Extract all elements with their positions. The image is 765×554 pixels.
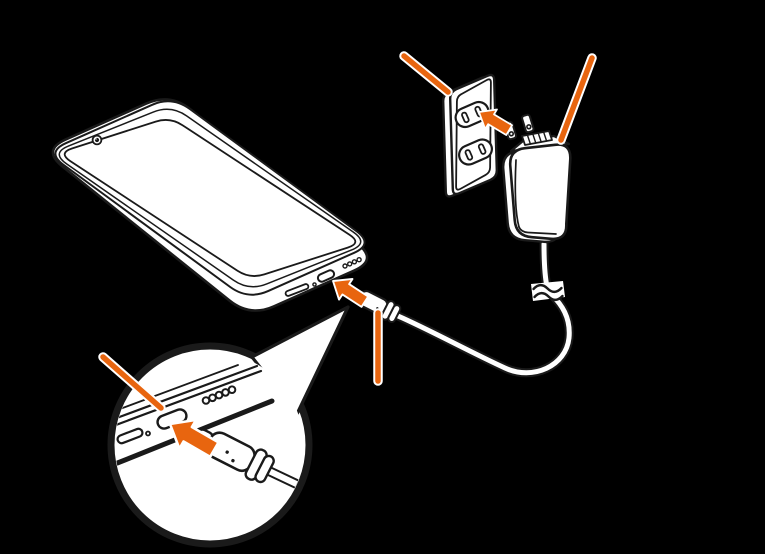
callout-line-magnified-port [98,352,166,413]
adapter-body [508,143,572,241]
adapter-plate-hatching [526,131,548,145]
insertion-arrow-outlet [478,108,513,136]
smartphone [51,98,369,312]
magnified-speaker-holes [201,385,237,405]
phone-usb-c-port [316,269,336,283]
magnified-side-slot [116,427,144,445]
magnified-phone-bezel-line [115,364,239,423]
phone-bezel-line [58,108,362,288]
magnified-phone-edge-line-2 [115,369,263,437]
adapter-body-contour-bottom [518,226,557,235]
phone-side-slot [284,283,310,297]
adapter-body-contour-left [514,159,520,228]
callout-line-adapter [556,53,597,145]
insertion-arrow-port [332,277,370,308]
magnified-mic-hole [145,430,151,437]
phone-screen [63,119,357,277]
cable-break-mark [531,281,565,302]
callout-line-outlet [399,51,453,97]
outlet-socket-lower [458,138,493,166]
phone-bottom-edge-details [284,257,362,297]
insertion-arrow-magnified-port [168,418,220,459]
adapter-prong-right-icon [521,113,535,134]
charging-cable [393,239,574,378]
outlet-plate-inner-line [455,78,492,191]
phone-mic-hole [312,282,317,287]
ac-adapter [502,113,572,244]
phone-front-face [54,100,366,296]
magnified-port-view [98,305,350,548]
phone-speaker-holes [342,257,362,269]
phone-camera-icon [91,134,103,146]
